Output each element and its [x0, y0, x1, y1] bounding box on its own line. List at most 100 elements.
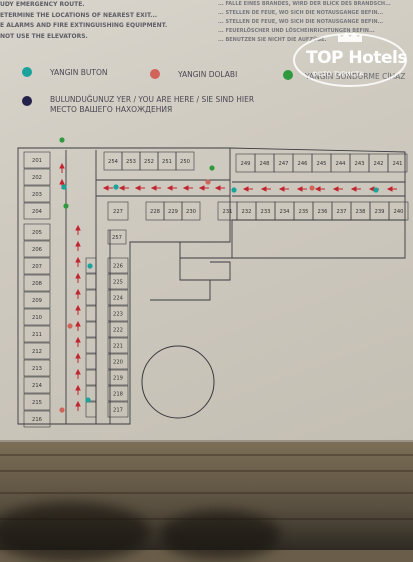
room-242: 242	[368, 153, 389, 173]
fire-extinguisher-marker	[63, 203, 69, 209]
room-number: 247	[279, 161, 289, 167]
room-number: 202	[32, 175, 42, 181]
watermark-caption: ФОТО ТУРИСТА	[312, 70, 364, 78]
service-cell	[85, 321, 97, 338]
room-number: 240	[394, 209, 404, 215]
room-number: 213	[32, 366, 42, 372]
evacuation-arrow	[75, 288, 81, 299]
watermark-oval-icon	[293, 32, 407, 87]
room-210: 210	[23, 308, 51, 326]
you-are-here-label: BULUNDUĞUNUZ YER / YOU ARE HERE / SIE SI…	[50, 95, 255, 104]
evacuation-arrow	[75, 352, 81, 363]
room-220: 220	[107, 353, 129, 370]
room-229: 229	[163, 201, 183, 221]
room-number: 248	[260, 161, 270, 167]
room-number: 211	[32, 332, 42, 338]
evacuation-arrow	[75, 384, 81, 395]
room-207: 207	[23, 257, 51, 275]
room-number: 223	[113, 312, 123, 318]
room-231: 231	[217, 201, 238, 221]
room-number: 224	[113, 296, 124, 302]
room-number: 245	[317, 161, 327, 167]
room-217: 217	[107, 401, 129, 418]
room-number: 235	[299, 209, 309, 215]
room-number: 249	[241, 161, 251, 167]
fire-button-marker	[373, 187, 379, 193]
room-number: 229	[168, 209, 178, 215]
evacuation-arrow	[198, 185, 209, 191]
room-248: 248	[254, 153, 275, 173]
evacuation-plan-board: UDY EMERGENCY ROUTE. ETERMINE THE LOCATI…	[0, 0, 413, 442]
room-208: 208	[23, 274, 51, 292]
you-are-here-label-russian: МЕСТО ВАШЕГО НАХОЖДЕНИЯ	[50, 105, 173, 114]
service-cell	[85, 369, 97, 386]
fire-cabinet-icon	[150, 69, 160, 79]
room-number: 244	[336, 161, 347, 167]
fire-cabinet-marker	[205, 179, 211, 185]
room-number: 238	[356, 209, 366, 215]
service-cell	[85, 305, 97, 322]
plan-walls	[17, 147, 406, 425]
service-cell	[85, 273, 97, 290]
fire-cabinet-marker	[59, 407, 65, 413]
evacuation-arrow	[296, 186, 307, 192]
fire-button-marker	[113, 184, 119, 190]
service-cell	[85, 353, 97, 370]
room-239: 239	[369, 201, 390, 221]
room-number: 201	[32, 158, 42, 164]
room-number: 204	[32, 209, 43, 215]
evacuation-arrow	[242, 186, 253, 192]
evacuation-arrow	[75, 336, 81, 347]
room-number: 231	[223, 209, 233, 215]
room-225: 225	[107, 273, 129, 290]
round-atrium	[141, 345, 215, 419]
room-206: 206	[23, 240, 51, 258]
room-number: 210	[32, 315, 42, 321]
room-number: 203	[32, 192, 42, 198]
room-number: 239	[375, 209, 385, 215]
room-223: 223	[107, 305, 129, 322]
room-212: 212	[23, 342, 51, 360]
room-number: 222	[113, 328, 123, 334]
room-214: 214	[23, 376, 51, 394]
evacuation-arrow	[75, 224, 81, 235]
room-number: 227	[113, 209, 123, 215]
legend-fire-extinguisher-label: YANGIN SÖNDÜRME CİHAZI	[305, 72, 405, 81]
room-number: 251	[162, 159, 172, 165]
room-number: 232	[242, 209, 252, 215]
room-236: 236	[312, 201, 333, 221]
room-number: 217	[113, 408, 123, 414]
room-number: 205	[32, 230, 42, 236]
room-number: 219	[113, 376, 123, 382]
room-219: 219	[107, 369, 129, 386]
room-number: 254	[108, 159, 119, 165]
room-254: 254	[103, 151, 123, 171]
room-233: 233	[255, 201, 276, 221]
room-number: 228	[150, 209, 160, 215]
room-237: 237	[331, 201, 352, 221]
evacuation-arrow	[182, 185, 193, 191]
evacuation-arrow	[166, 185, 177, 191]
room-251: 251	[157, 151, 177, 171]
evacuation-arrow	[314, 186, 325, 192]
evacuation-arrow	[278, 186, 289, 192]
room-number: 208	[32, 281, 42, 287]
evacuation-arrow	[75, 320, 81, 331]
evacuation-arrow	[118, 185, 129, 191]
fire-button-marker	[87, 263, 93, 269]
room-216: 216	[23, 410, 51, 428]
service-cell	[85, 257, 97, 274]
watermark-brand: TOP Hotels	[306, 48, 407, 68]
room-number: 257	[112, 235, 122, 241]
room-number: 236	[318, 209, 328, 215]
room-number: 216	[32, 417, 42, 423]
room-222: 222	[107, 321, 129, 338]
room-243: 243	[349, 153, 370, 173]
room-249: 249	[235, 153, 256, 173]
evacuation-arrow	[75, 304, 81, 315]
room-number: 253	[126, 159, 136, 165]
room-number: 233	[261, 209, 271, 215]
room-247: 247	[273, 153, 294, 173]
evacuation-arrow	[75, 272, 81, 283]
